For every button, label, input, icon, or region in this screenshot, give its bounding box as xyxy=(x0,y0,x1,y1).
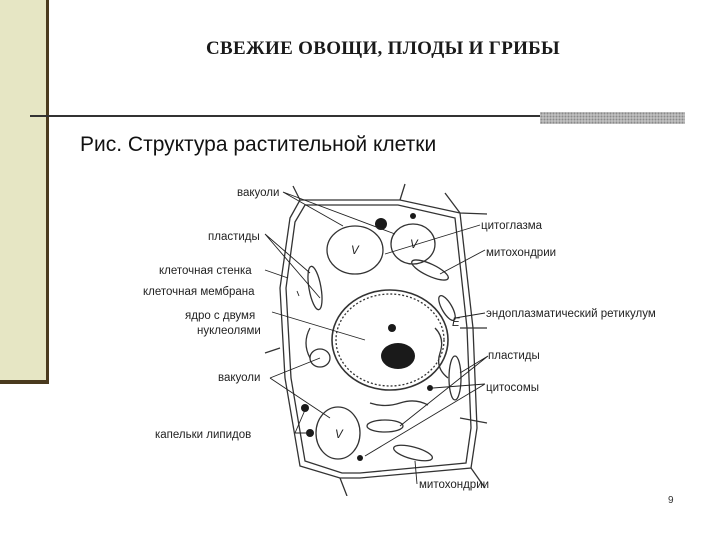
leader-cytosomes xyxy=(364,383,486,457)
vacuole-mark-3: V xyxy=(335,429,344,441)
page-number: 9 xyxy=(668,495,674,506)
mitochondrion-top xyxy=(411,259,449,281)
er-strands xyxy=(305,327,449,407)
label-nucleus-line2: нуклеолями xyxy=(197,325,261,337)
label-lipid-droplets: капельки липидов xyxy=(155,429,251,441)
nucleolus-small xyxy=(388,324,396,332)
label-cell-membrane: клеточная мембрана xyxy=(143,286,255,298)
vacuole-bottom-left xyxy=(315,406,361,460)
label-cytosomes: цитосомы xyxy=(486,382,539,394)
nucleus-envelope-inner xyxy=(335,293,445,387)
cell-wall-inner xyxy=(285,204,472,474)
vacuole-top-right xyxy=(390,223,436,265)
mitochondrion-bottom xyxy=(392,444,434,462)
sidebar-base-line xyxy=(0,380,49,384)
leader-nucleus xyxy=(271,311,366,341)
title-rule xyxy=(30,115,540,117)
leader-lipids xyxy=(294,409,310,434)
title-rule-pattern xyxy=(540,112,685,124)
label-plastids-right: пластиды xyxy=(488,350,540,362)
leader-cytoplasm xyxy=(384,224,481,255)
leader-vacuoles-left xyxy=(269,357,331,419)
mitochondrion-right xyxy=(438,294,456,322)
nucleolus-large xyxy=(381,343,415,369)
leader-er xyxy=(454,312,486,319)
vacuole-mark-1: V xyxy=(351,245,360,257)
plant-cell-diagram: V V V E вакуоли пластиды клеточная стенк… xyxy=(115,178,687,496)
cytosome-2 xyxy=(357,455,363,461)
leader-mitochondria-bottom xyxy=(414,460,418,485)
lipid-droplet-2 xyxy=(301,404,309,412)
sidebar-decoration xyxy=(0,0,49,383)
leader-cell-membrane xyxy=(296,290,300,297)
leader-plastids-left xyxy=(264,233,321,299)
er-mark: E xyxy=(452,317,460,329)
leader-mitochondria-top xyxy=(439,249,486,275)
vacuole-top-left xyxy=(326,225,384,275)
cytosome-1 xyxy=(427,385,433,391)
label-plastids-left: пластиды xyxy=(208,231,260,243)
label-mitochondria-top: митохондрии xyxy=(486,247,556,259)
figure-caption: Рис. Структура растительной клетки xyxy=(80,133,437,156)
slide-title: СВЕЖИЕ ОВОЩИ, ПЛОДЫ И ГРИБЫ xyxy=(206,38,560,59)
label-nucleus-line1: ядро с двумя xyxy=(185,310,255,322)
plastid-bottom xyxy=(366,419,404,433)
leader-cell-wall xyxy=(264,269,289,279)
leader-vacuoles-top xyxy=(282,191,396,235)
label-vacuoles-top: вакуоли xyxy=(237,187,279,199)
leader-plastids-right xyxy=(399,355,489,427)
label-cytoplasm: цитоглазма xyxy=(481,220,543,232)
lipid-droplet-4 xyxy=(410,213,416,219)
label-er: эндоплазматический ретикулум xyxy=(486,308,656,320)
plastid-right xyxy=(448,355,462,401)
lipid-droplet-1 xyxy=(375,218,387,230)
cell-wall-outer xyxy=(279,199,478,479)
label-cell-wall: клеточная стенка xyxy=(159,265,252,277)
plant-cell-svg: V V V E вакуоли пластиды клеточная стенк… xyxy=(143,183,656,496)
nucleus-envelope xyxy=(331,289,449,391)
label-mitochondria-bottom: митохондрии xyxy=(419,479,489,491)
plastid-left xyxy=(307,265,323,311)
label-vacuoles-left: вакуоли xyxy=(218,372,260,384)
